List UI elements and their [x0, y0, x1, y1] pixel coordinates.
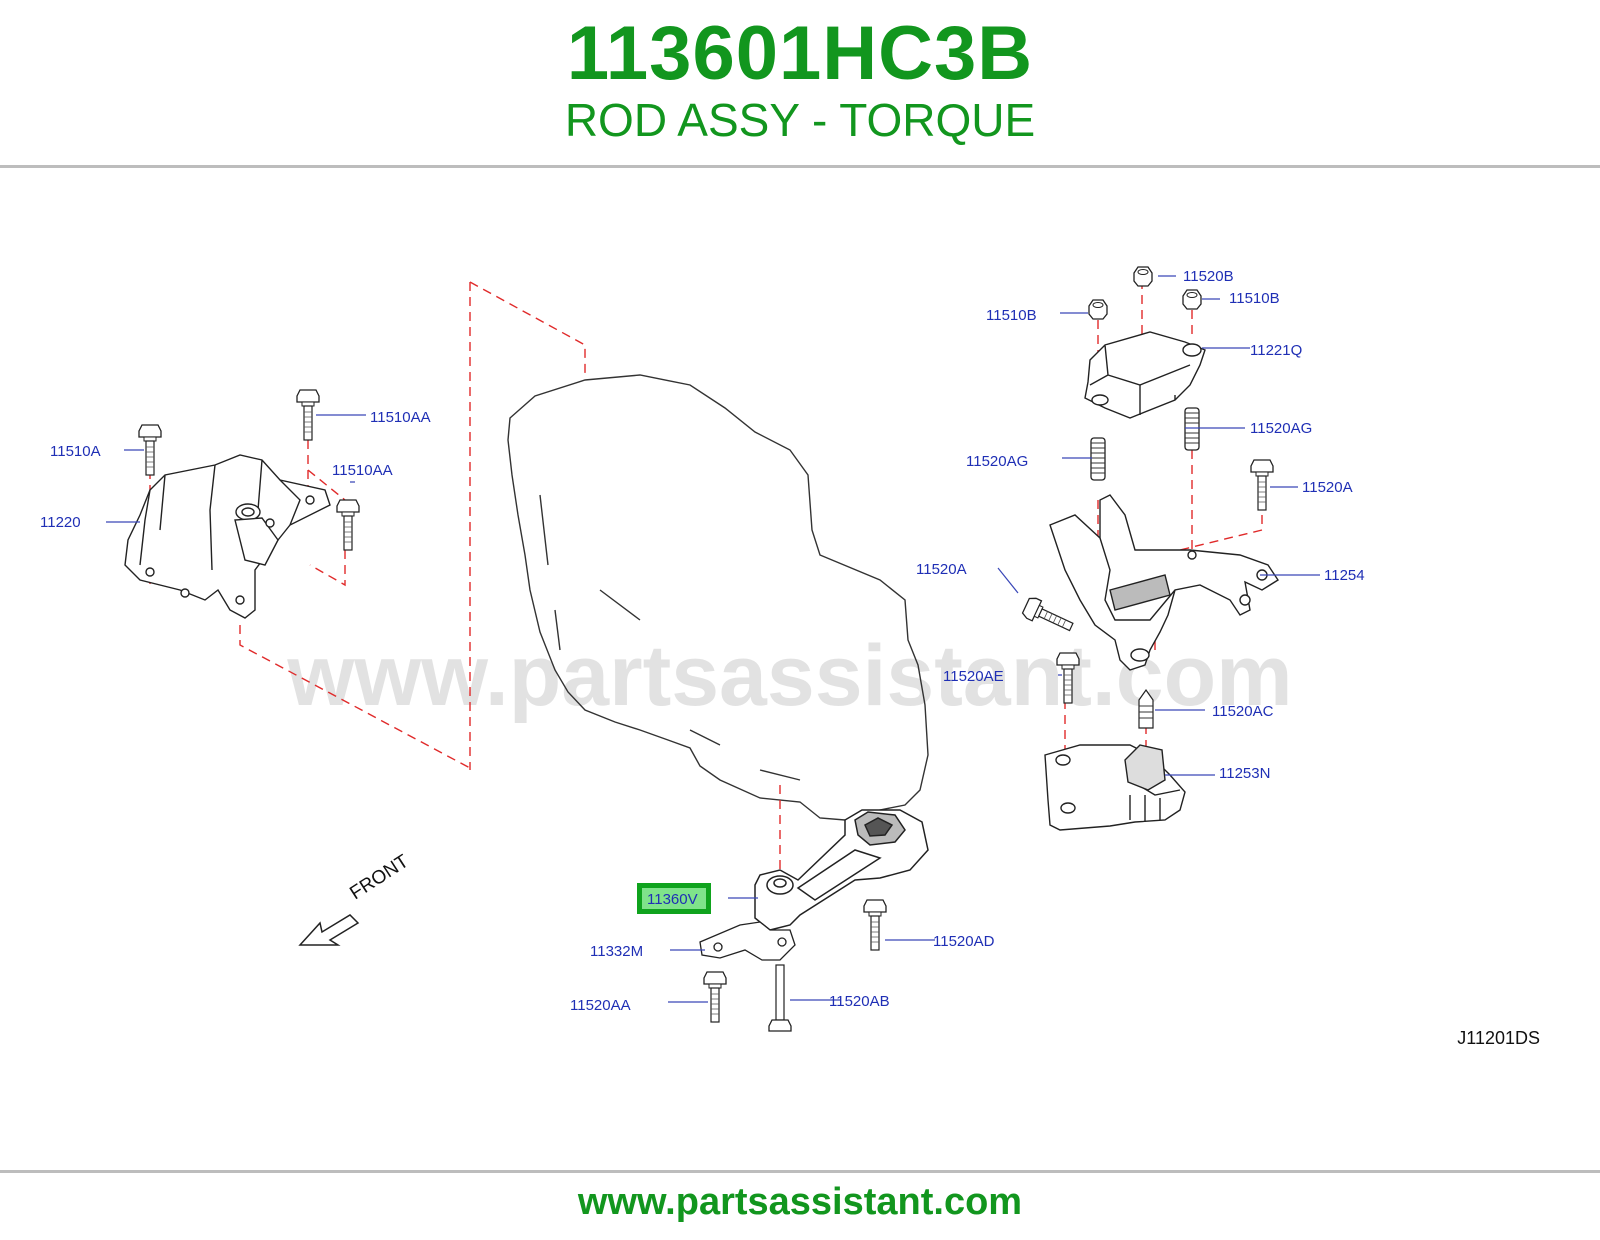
callout-11520a-right[interactable]: 11520A — [1302, 479, 1353, 496]
insulator-11221q — [1084, 331, 1206, 419]
callout-11520ad[interactable]: 11520AD — [933, 933, 995, 950]
insulator-11253n — [1044, 744, 1186, 831]
torque-rod-11360v — [754, 809, 929, 931]
callout-11520ac[interactable]: 11520AC — [1212, 703, 1274, 720]
callout-labels: 11520B 11510B 11510B 11221Q 11520AG 1152… — [40, 268, 1365, 1014]
callout-11254[interactable]: 11254 — [1324, 567, 1365, 584]
bracket-11332m — [699, 921, 796, 961]
callout-11221q[interactable]: 11221Q — [1250, 342, 1302, 359]
highlighted-part-callout[interactable]: 11360V — [637, 883, 711, 914]
callout-11510b-right[interactable]: 11510B — [1229, 290, 1280, 307]
diagram-reference-code: J11201DS — [1457, 1028, 1540, 1048]
part-name-subtitle: ROD ASSY - TORQUE — [564, 94, 1036, 146]
parts-diagram: www.partsassistant.com — [0, 170, 1600, 1155]
callout-11510b-left[interactable]: 11510B — [986, 307, 1037, 324]
front-label: FRONT — [346, 851, 413, 904]
callout-11510aa-right[interactable]: 11510AA — [332, 462, 393, 479]
callout-11520ag-left[interactable]: 11520AG — [966, 453, 1028, 470]
footer-divider — [0, 1170, 1600, 1173]
callout-11253n[interactable]: 11253N — [1219, 765, 1270, 782]
callout-11520ae[interactable]: 11520AE — [943, 668, 1004, 685]
callout-11510aa-top[interactable]: 11510AA — [370, 409, 431, 426]
engine-block-outline — [507, 374, 929, 821]
header-divider — [0, 165, 1600, 168]
callout-ticks — [106, 275, 1320, 1003]
callout-11220[interactable]: 11220 — [40, 514, 81, 531]
callout-11520ab[interactable]: 11520AB — [829, 993, 890, 1010]
callout-11520b-top[interactable]: 11520B — [1183, 268, 1234, 285]
page-header: 113601HC3B ROD ASSY - TORQUE — [0, 0, 1600, 166]
callout-11520a-left[interactable]: 11520A — [916, 561, 967, 578]
callout-11332m[interactable]: 11332M — [590, 943, 643, 960]
footer-website-link[interactable]: www.partsassistant.com — [577, 1181, 1023, 1223]
front-direction-indicator: FRONT — [298, 851, 413, 946]
bracket-11254 — [1049, 494, 1279, 671]
fasteners — [138, 266, 1274, 1032]
part-number-title: 113601HC3B — [566, 11, 1034, 96]
mount-bracket-11220 — [124, 454, 331, 619]
callout-11360v[interactable]: 11360V — [647, 891, 698, 908]
callout-11510a[interactable]: 11510A — [50, 443, 101, 460]
callout-11520aa[interactable]: 11520AA — [570, 997, 631, 1014]
callout-11520ag-right[interactable]: 11520AG — [1250, 420, 1312, 437]
